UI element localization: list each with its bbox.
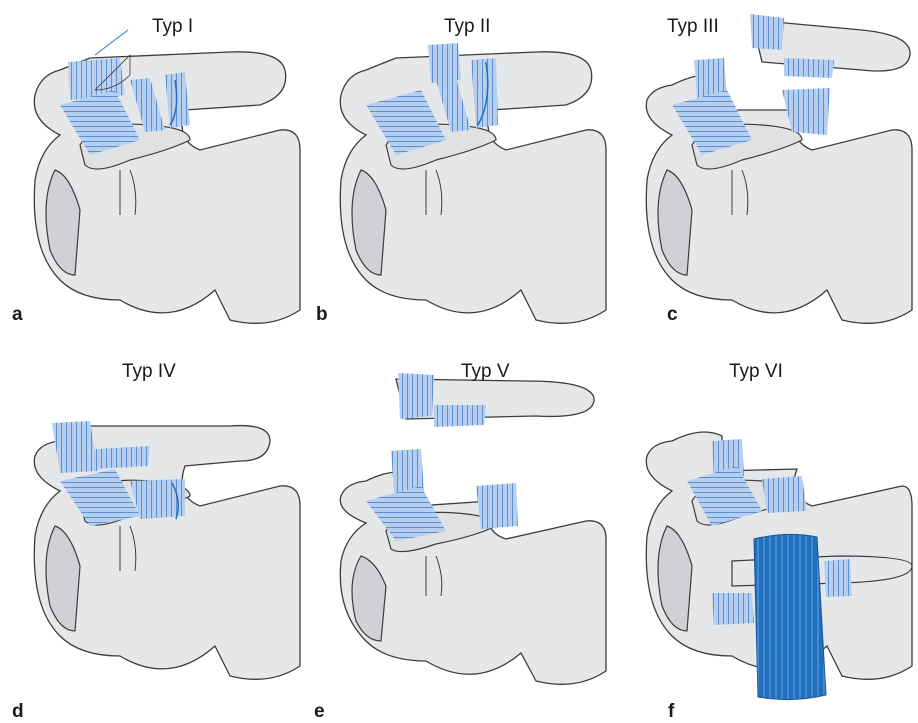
panel-letter: d [12, 701, 24, 723]
panel-typ-6: Typ VI f [612, 361, 918, 722]
panel-title: Typ IV [122, 361, 176, 383]
panel-letter: f [668, 701, 674, 723]
panel-title: Typ VI [729, 361, 783, 383]
shoulder-illustration-typ-1 [0, 0, 306, 361]
panel-typ-4: Typ IV d [0, 361, 306, 722]
shoulder-illustration-typ-5 [306, 361, 612, 722]
panel-letter: c [667, 304, 678, 326]
panel-title: Typ III [667, 16, 719, 38]
shoulder-illustration-typ-4 [0, 361, 306, 722]
panel-typ-2: Typ II b [306, 0, 612, 361]
shoulder-illustration-typ-2 [306, 0, 612, 361]
panel-typ-5: Typ V e [306, 361, 612, 722]
panel-title: Typ II [444, 16, 490, 38]
panel-typ-3: Typ III c [612, 0, 918, 361]
shoulder-illustration-typ-6 [612, 361, 918, 722]
panel-letter: a [12, 304, 23, 326]
panel-title: Typ V [461, 361, 510, 383]
panel-typ-1: Typ I a [0, 0, 306, 361]
panel-letter: e [314, 701, 325, 723]
panel-letter: b [316, 304, 328, 326]
shoulder-illustration-typ-3 [612, 0, 918, 361]
panel-title: Typ I [152, 16, 193, 38]
